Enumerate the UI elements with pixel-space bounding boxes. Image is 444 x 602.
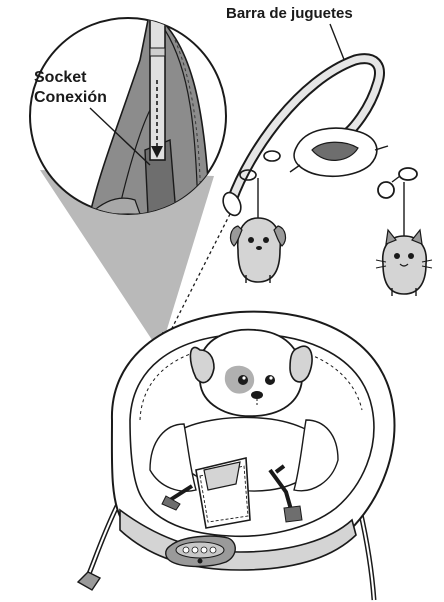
control-button-4 bbox=[210, 547, 216, 553]
toy-bar-leader-line bbox=[330, 24, 345, 62]
cat-toy-icon bbox=[376, 182, 432, 296]
power-icon bbox=[198, 559, 203, 564]
toy-bar bbox=[220, 59, 417, 219]
bouncer-seat bbox=[78, 312, 394, 600]
control-button-3 bbox=[201, 547, 207, 553]
socket-detail-magnifier: Socket Conexión bbox=[30, 10, 226, 214]
control-button-1 bbox=[183, 547, 189, 553]
control-button-2 bbox=[192, 547, 198, 553]
socket-label-es: Conexión bbox=[34, 89, 107, 106]
toy-bar-label: Barra de juguetes bbox=[226, 5, 353, 22]
socket-label: Socket bbox=[34, 69, 87, 86]
